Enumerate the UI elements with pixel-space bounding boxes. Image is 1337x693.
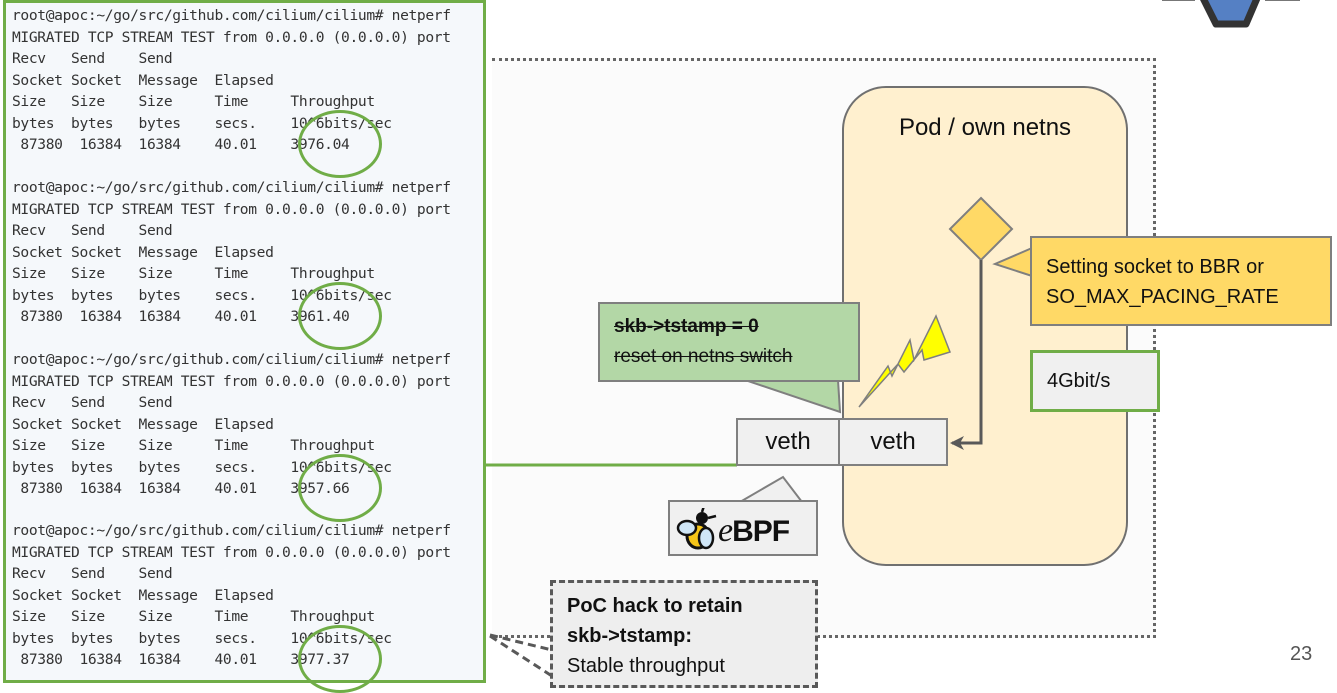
poc-line2: skb->tstamp: [567,625,693,647]
socket-pacing-line1: Setting socket to BBR or [1046,256,1264,278]
netperf-run: root@apoc:~/go/src/github.com/cilium/cil… [12,177,451,328]
pod-container: Pod / own netns [842,86,1128,566]
result-row: 87380 16384 16384 40.01 3977.37 [12,651,350,668]
header-row: Recv Send Send [12,394,173,411]
command-prompt: root@apoc:~/go/src/github.com/cilium/cil… [12,351,451,368]
socket-pacing-callout: Setting socket to BBR or SO_MAX_PACING_R… [1030,236,1332,326]
ebpf-logo: eBPF [668,500,818,556]
socket-diamond-icon [948,196,1014,262]
test-banner: MIGRATED TCP STREAM TEST from 0.0.0.0 (0… [12,372,451,390]
header-row: bytes bytes bytes secs. 10^6bits/sec [12,458,392,476]
poc-line3: Stable throughput [567,655,725,677]
netperf-run: root@apoc:~/go/src/github.com/cilium/cil… [12,5,451,156]
bee-icon [676,508,717,550]
throughput-highlight-circle [298,282,382,350]
header-row: bytes bytes bytes secs. 10^6bits/sec [12,286,392,304]
lightning-bolt-icon [858,314,951,408]
header-row: Size Size Size Time Throughput [12,93,375,110]
header-row: Socket Socket Message Elapsed [12,586,274,604]
header-row: Socket Socket Message Elapsed [12,71,274,89]
poc-hack-callout: PoC hack to retain skb->tstamp: Stable t… [550,580,818,688]
test-banner: MIGRATED TCP STREAM TEST from 0.0.0.0 (0… [12,200,451,218]
header-row: Socket Socket Message Elapsed [12,415,274,433]
command-prompt: root@apoc:~/go/src/github.com/cilium/cil… [12,7,451,24]
yellow-callout-pointer [992,246,1033,278]
socket-pacing-line2: SO_MAX_PACING_RATE [1046,286,1279,308]
throughput-highlight-circle [298,110,382,178]
header-row: Recv Send Send [12,222,173,239]
page-number: 23 [1290,643,1313,665]
terminal-output: root@apoc:~/go/src/github.com/cilium/cil… [3,0,486,693]
ebpf-text: BPF [732,515,790,548]
netperf-run: root@apoc:~/go/src/github.com/cilium/cil… [12,349,451,500]
veth-pod: veth [838,418,948,466]
command-prompt: root@apoc:~/go/src/github.com/cilium/cil… [12,179,451,196]
header-row: Size Size Size Time Throughput [12,265,375,282]
pod-title: Pod / own netns [898,114,1072,141]
throughput-highlight-circle [298,625,382,693]
logo-hexagon-icon [1162,0,1300,28]
veth-host: veth [736,418,840,466]
netperf-run: root@apoc:~/go/src/github.com/cilium/cil… [12,520,451,671]
poc-line1: PoC hack to retain [567,595,743,617]
header-row: Recv Send Send [12,50,173,67]
header-row: Socket Socket Message Elapsed [12,243,274,261]
rate-limit-box: 4Gbit/s [1030,350,1160,412]
header-row: bytes bytes bytes secs. 10^6bits/sec [12,114,392,132]
tstamp-reset-line1: skb->tstamp = 0 [614,316,759,337]
ebpf-callout-pointer [736,475,805,503]
header-row: Size Size Size Time Throughput [12,437,375,454]
result-row: 87380 16384 16384 40.01 3976.04 [12,136,350,153]
header-row: bytes bytes bytes secs. 10^6bits/sec [12,629,392,647]
tstamp-reset-callout: skb->tstamp = 0 reset on netns switch [598,302,860,382]
result-row: 87380 16384 16384 40.01 3961.40 [12,308,350,325]
arrowhead-icon [950,436,964,450]
command-prompt: root@apoc:~/go/src/github.com/cilium/cil… [12,522,451,539]
result-row: 87380 16384 16384 40.01 3957.66 [12,480,350,497]
test-banner: MIGRATED TCP STREAM TEST from 0.0.0.0 (0… [12,28,451,46]
throughput-highlight-circle [298,454,382,522]
green-callout-pointer [744,379,842,414]
test-banner: MIGRATED TCP STREAM TEST from 0.0.0.0 (0… [12,543,451,561]
header-row: Size Size Size Time Throughput [12,608,375,625]
header-row: Recv Send Send [12,565,173,582]
ebpf-prefix: e [718,512,733,549]
socket-to-veth-arrow [952,260,983,445]
tstamp-reset-line2: reset on netns switch [614,346,793,367]
